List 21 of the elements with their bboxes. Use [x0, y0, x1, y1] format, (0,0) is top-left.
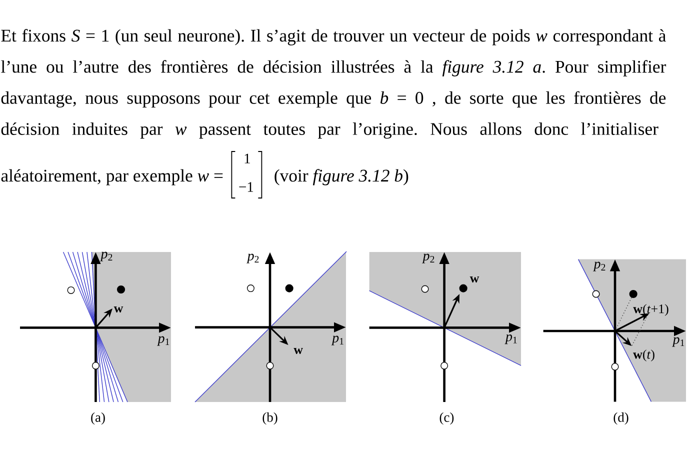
vector-label: w [294, 348, 303, 354]
axis-label: p$_{1}$ [157, 336, 170, 346]
figure-reference: (voir figure 3.12 b) [274, 169, 408, 186]
vector-label: w(t) [633, 350, 654, 362]
matrix-entry: −1 [239, 182, 254, 192]
axis-label: p$_{2}$ [422, 254, 434, 264]
panel-caption: (d) [614, 412, 628, 425]
vector-label: w [470, 276, 480, 283]
axis-label: p$_{1}$ [672, 337, 684, 347]
matrix-entry: 1 [244, 154, 250, 164]
text-line: aléatoirement, par exemple w = [1, 169, 223, 186]
panel-caption: (a) [91, 412, 105, 425]
axis-label: p$_{2}$ [593, 262, 606, 272]
axis-label: p$_{2}$ [100, 252, 112, 262]
axis-label: p$_{2}$ [246, 254, 259, 264]
panel-caption: (b) [262, 412, 278, 425]
paragraph-text: Et fixons S = 1 (un seul neurone). Il s’agit de trouver un vecteur de poids w correspondant à l’une ou l’autre des frontières de décision illustrées à la figure 3.12 a. Pour simplifier davantage, nous supposons pour cet exemple que b = 0 , de sorte que les frontières de décision induites par w passent toutes par l’origine. Nous allons donc l’initialiser [1, 29, 666, 139]
panel-caption: (c) [440, 412, 454, 425]
vector-label: w [114, 306, 124, 313]
axis-label: p$_{1}$ [504, 334, 517, 344]
axis-label: p$_{1}$ [331, 336, 344, 346]
